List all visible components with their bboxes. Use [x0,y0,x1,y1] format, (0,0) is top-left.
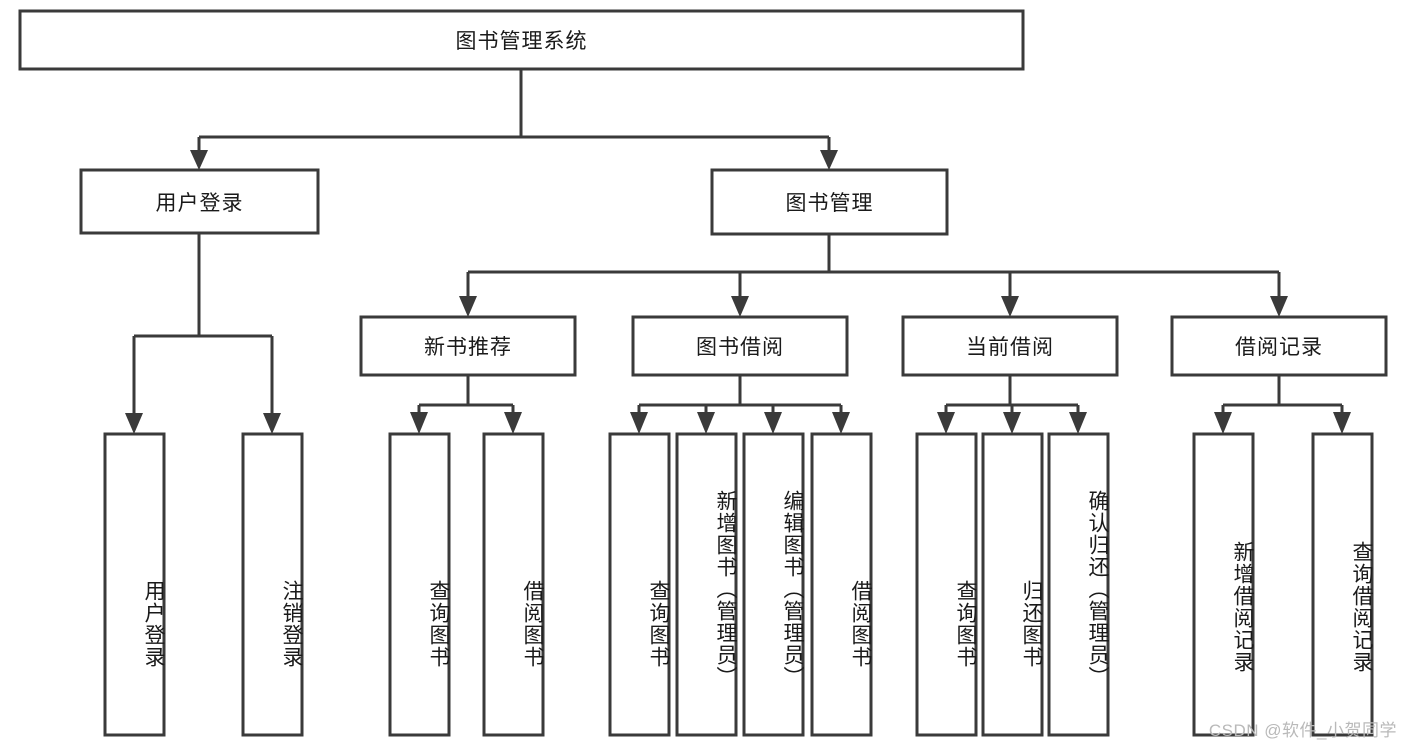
connector-group-current-borrow [937,375,1087,434]
node-box-leaf-edit-book[interactable] [742,432,805,737]
connector-group-borrow-record [1214,375,1351,434]
arrow-head-book-manage [820,150,838,170]
node-box-root[interactable] [18,9,1025,71]
node-box-leaf-borrow-book-1[interactable] [482,432,545,737]
node-box-book-borrow[interactable] [631,315,849,377]
node-box-leaf-return-book[interactable] [981,432,1044,737]
arrow-head-leaf-edit-book [764,412,782,434]
node-box-leaf-logout[interactable] [241,432,304,737]
node-box-new-book-recommend[interactable] [359,315,577,377]
arrow-head-current-borrow [1001,296,1019,317]
arrow-head-leaf-borrow-book-2 [832,412,850,434]
arrow-head-leaf-return-book [1003,412,1021,434]
arrow-head-leaf-add-record [1214,412,1232,434]
node-box-leaf-user-login[interactable] [103,432,166,737]
arrow-head-leaf-query-book-2 [630,412,648,434]
node-box-leaf-confirm-return[interactable] [1047,432,1110,737]
arrow-head-leaf-query-record [1333,412,1351,434]
arrow-head-leaf-user-login [125,413,143,434]
node-box-current-borrow[interactable] [901,315,1119,377]
node-box-user-login[interactable] [79,168,320,235]
node-box-book-manage[interactable] [710,168,949,236]
arrow-head-user-login [190,150,208,170]
arrow-head-leaf-add-book [697,412,715,434]
node-box-leaf-query-book-1[interactable] [388,432,451,737]
node-box-leaf-borrow-book-2[interactable] [810,432,873,737]
connector-group-book-manage [459,234,1288,317]
arrow-head-leaf-logout [263,413,281,434]
connector-group-book-borrow [630,375,850,434]
connector-group-new-book-recommend [410,375,522,434]
node-box-borrow-record[interactable] [1170,315,1388,377]
node-box-leaf-add-book[interactable] [675,432,738,737]
arrow-head-leaf-query-book-1 [410,412,428,434]
arrow-head-leaf-confirm-return [1069,412,1087,434]
watermark-text: CSDN @软件_小贺同学 [1208,721,1397,740]
node-box-leaf-add-record[interactable] [1192,432,1255,737]
node-box-leaf-query-book-3[interactable] [915,432,978,737]
node-box-leaf-query-book-2[interactable] [608,432,671,737]
arrow-head-book-borrow [731,296,749,317]
arrow-head-leaf-query-book-3 [937,412,955,434]
arrow-head-borrow-record [1270,296,1288,317]
arrow-head-new-book-recommend [459,296,477,317]
node-box-leaf-query-record[interactable] [1311,432,1374,737]
connector-group-root [190,70,838,170]
arrow-head-leaf-borrow-book-1 [504,412,522,434]
connector-group-user-login [125,233,281,434]
